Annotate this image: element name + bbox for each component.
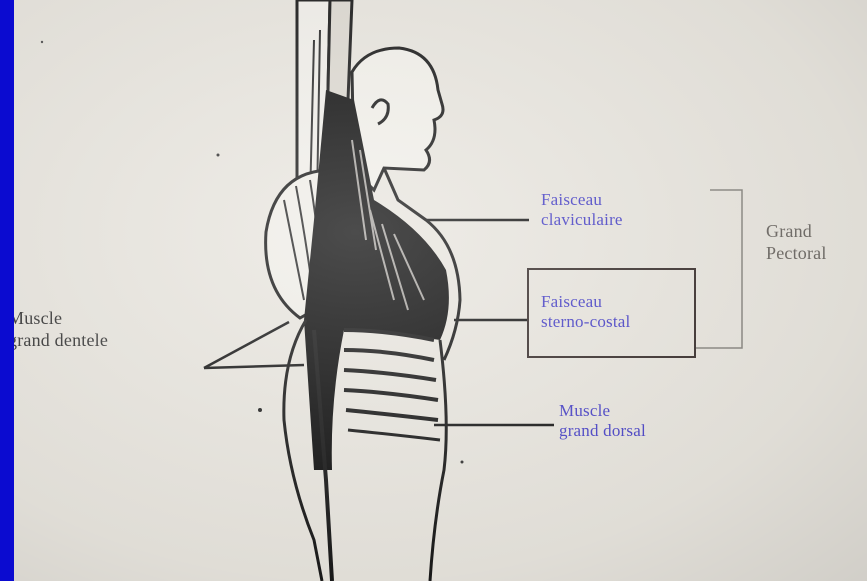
label-line: claviculaire	[541, 210, 623, 230]
pectoral-bracket	[696, 190, 742, 348]
label-line: Muscle	[559, 401, 646, 421]
label-muscle-grand-dentele: Muscle grand dentele	[14, 308, 108, 351]
label-faisceau-claviculaire: Faisceau claviculaire	[541, 190, 623, 231]
label-line: Faisceau	[541, 190, 623, 210]
leader-dentele-1	[204, 322, 289, 368]
label-muscle-grand-dorsal: Muscle grand dorsal	[559, 401, 646, 442]
label-grand-pectoral: Grand Pectoral	[766, 221, 827, 264]
scan-speck	[461, 461, 464, 464]
front-torso-outline	[430, 340, 446, 581]
scan-speck	[258, 408, 262, 412]
label-line: sterno-costal	[541, 312, 630, 332]
label-line: Pectoral	[766, 243, 827, 265]
label-line: Grand	[766, 221, 827, 243]
scan-speck	[41, 41, 43, 43]
rib-stripes	[344, 330, 440, 440]
label-line: Muscle	[14, 308, 108, 330]
anatomy-illustration	[14, 0, 867, 581]
label-line: grand dorsal	[559, 421, 646, 441]
scanned-page: Faisceau claviculaire Faisceau sterno-co…	[14, 0, 867, 581]
label-line: Faisceau	[541, 292, 630, 312]
scan-speck	[217, 154, 220, 157]
label-line: grand dentele	[14, 330, 108, 352]
label-faisceau-sterno-costal: Faisceau sterno-costal	[541, 292, 630, 333]
